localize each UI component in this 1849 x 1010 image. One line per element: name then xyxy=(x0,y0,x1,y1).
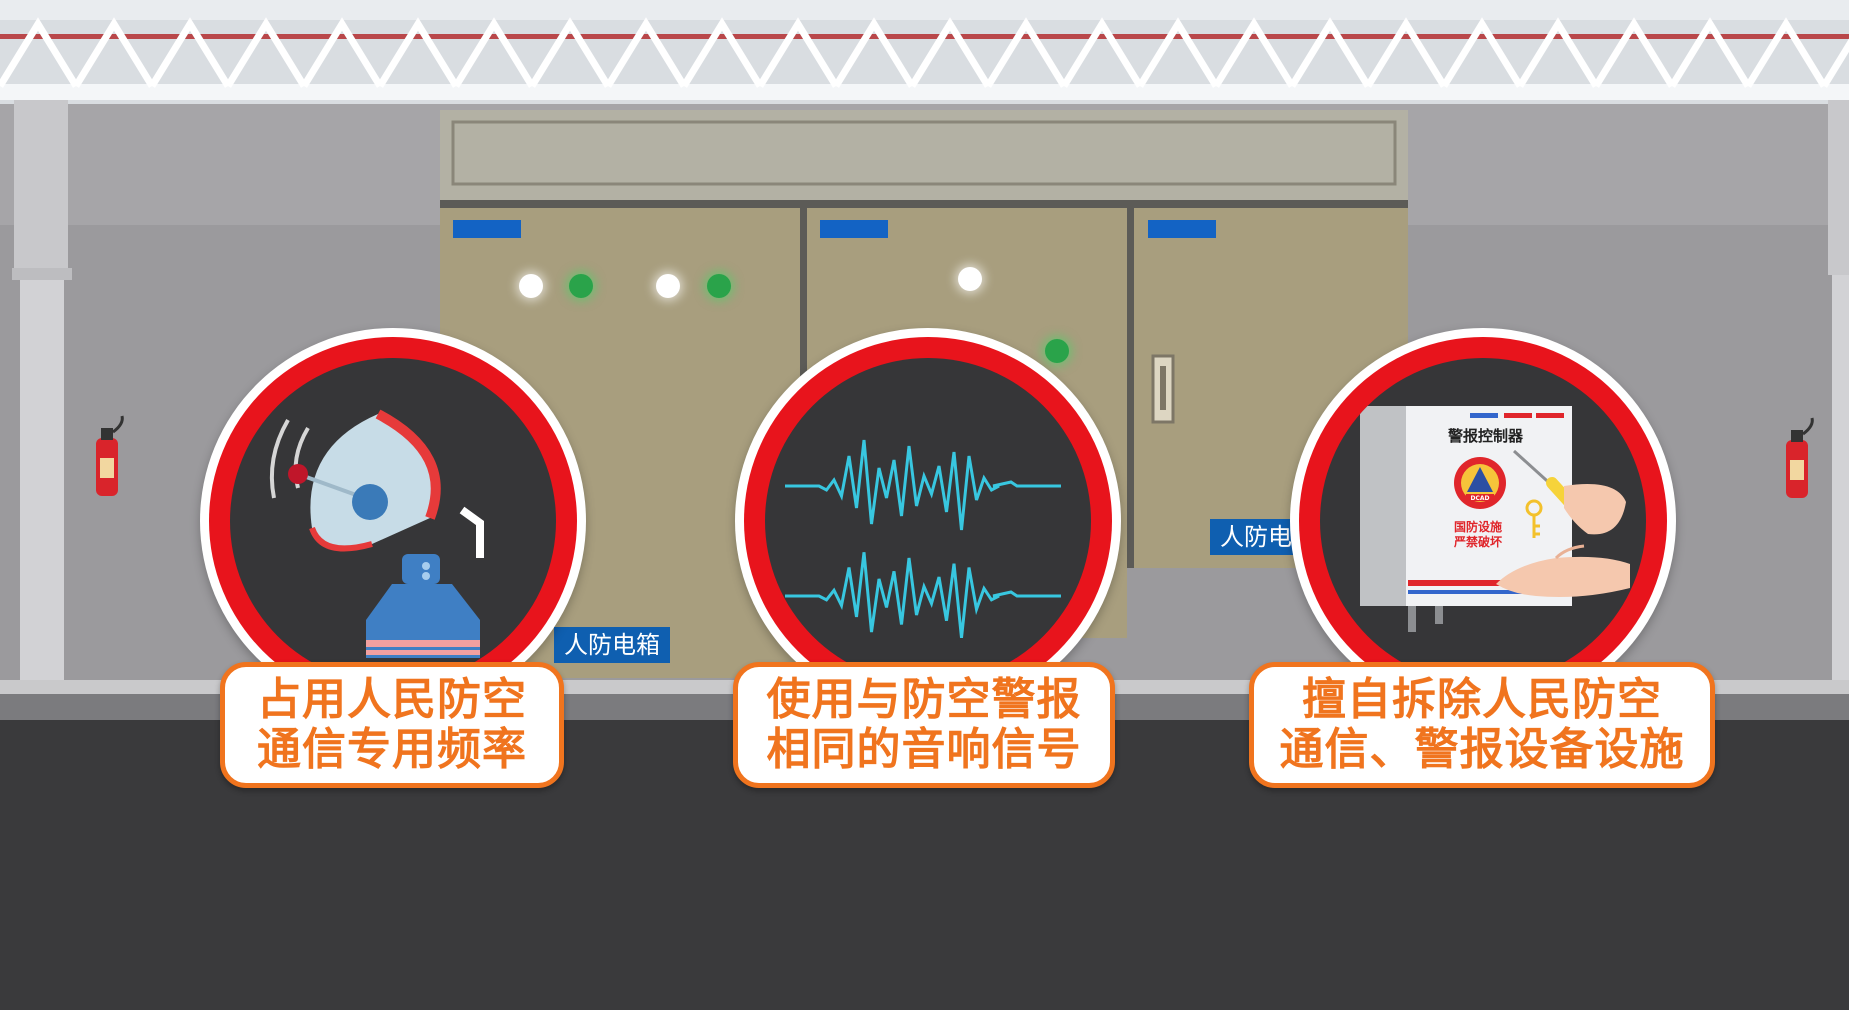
indicator-light-green xyxy=(1045,339,1069,363)
caption-equipment: 擅自拆除人民防空 通信、警报设备设施 xyxy=(1249,662,1715,788)
controller-warning-line-2: 严禁破坏 xyxy=(1454,535,1503,549)
panel-signal-circle xyxy=(735,328,1121,714)
satellite-dish-icon xyxy=(269,409,484,658)
caption-line: 使用与防空警报 xyxy=(766,674,1082,725)
sound-wave-icon xyxy=(785,439,1061,638)
caption-frequency: 占用人民防空 通信专用频率 xyxy=(220,662,564,788)
fire-extinguisher-left-icon xyxy=(96,415,124,496)
indicator-light-white xyxy=(519,274,543,298)
indicator-light-green xyxy=(707,274,731,298)
panel-frequency-circle xyxy=(200,328,586,714)
cabinet-sign-center: 人防电箱 xyxy=(554,627,670,663)
caption-line: 通信、警报设备设施 xyxy=(1279,724,1685,775)
caption-line: 通信专用频率 xyxy=(257,724,527,775)
caption-line: 占用人民防空 xyxy=(257,674,527,725)
indicator-light-white xyxy=(958,267,982,291)
caption-line: 擅自拆除人民防空 xyxy=(1302,674,1662,725)
caption-signal: 使用与防空警报 相同的音响信号 xyxy=(733,662,1115,788)
panel-equipment-circle: 警报控制器 DCAD 国防设施 严禁破坏 xyxy=(1290,328,1676,714)
indicator-light-green xyxy=(569,274,593,298)
caption-line: 相同的音响信号 xyxy=(766,724,1082,775)
ceiling-truss xyxy=(0,0,1849,104)
alarm-controller-icon xyxy=(1360,406,1630,632)
controller-emblem-text: DCAD xyxy=(1470,495,1490,502)
indicator-light-white xyxy=(656,274,680,298)
controller-title: 警报控制器 xyxy=(1448,427,1524,445)
pillar-right xyxy=(1828,100,1849,685)
pillar-left xyxy=(12,100,72,685)
controller-warning-line-1: 国防设施 xyxy=(1454,520,1503,534)
fire-extinguisher-right-icon xyxy=(1786,417,1814,498)
